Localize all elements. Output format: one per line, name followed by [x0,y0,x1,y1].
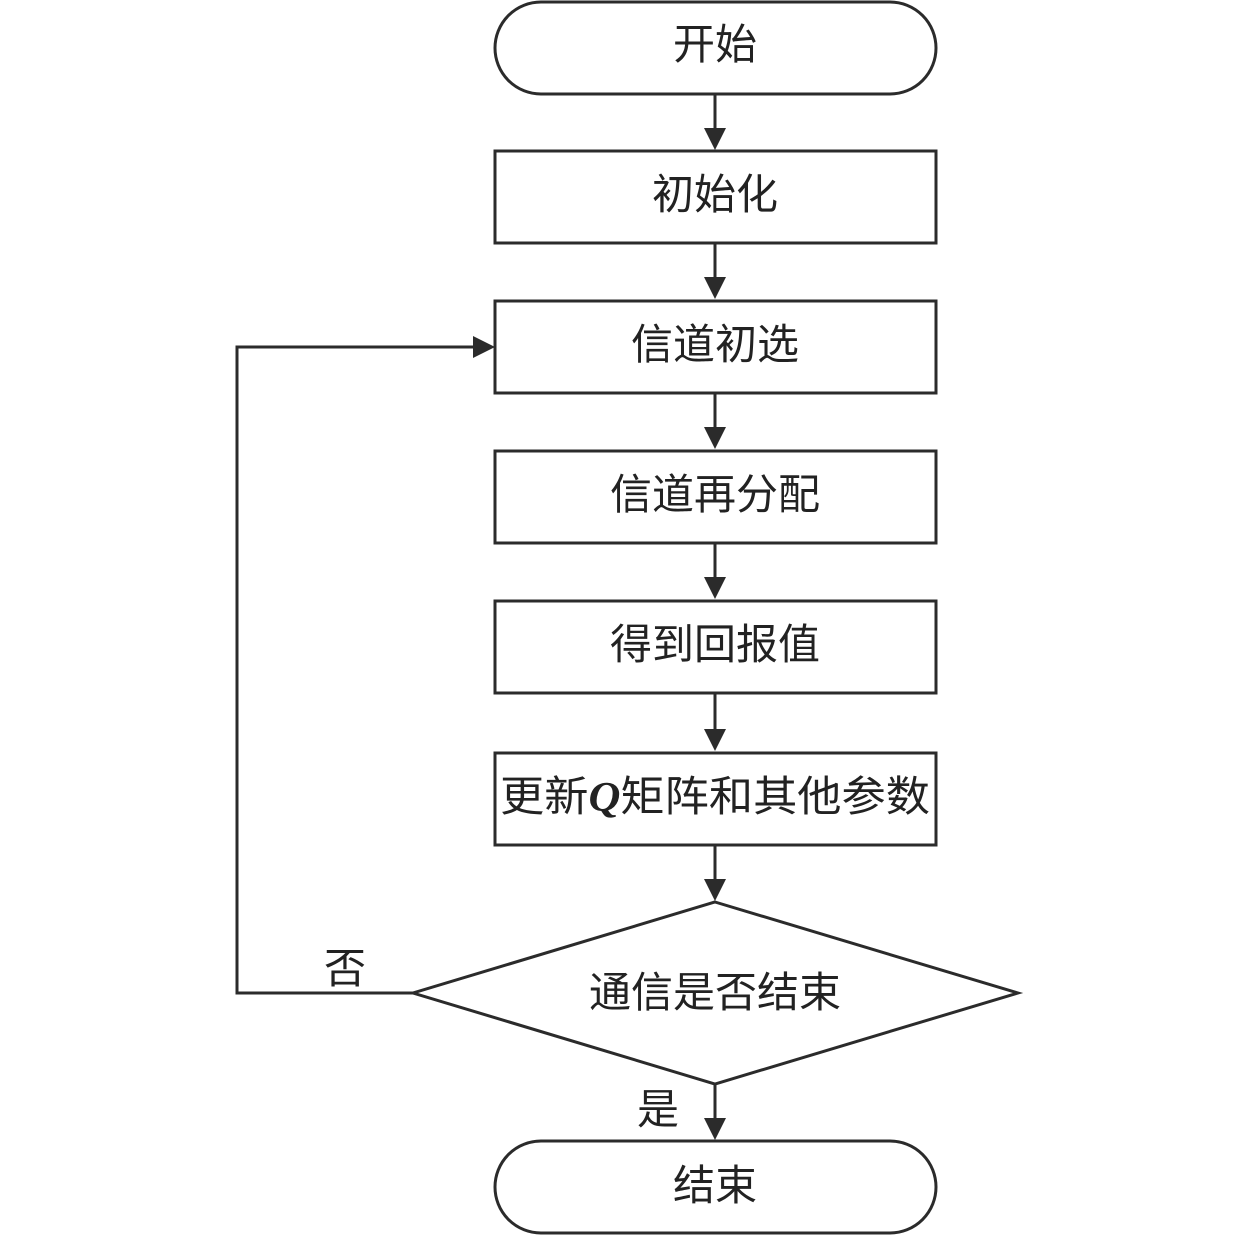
edge-no-label: 否 [324,944,366,993]
node-end-label: 结束 [673,1161,757,1210]
node-decision-label: 通信是否结束 [589,968,841,1017]
q-matrix-symbol: Q [588,775,620,821]
node-channel-preselect-label: 信道初选 [631,320,799,369]
process-box [493,299,938,395]
arrow-realloc-reward [704,577,726,599]
process-box [493,149,938,245]
process-box [493,599,938,695]
arrow-start-init [704,128,726,150]
arrow-reward-update [704,729,726,751]
node-channel-realloc-label: 信道再分配 [610,470,820,519]
node-channel-preselect: 信道初选 [493,299,938,395]
arrow-init-preselect [704,277,726,299]
terminator-shape [493,0,938,96]
arrow-loop-preselect [473,336,495,358]
node-end: 结束 [493,1139,938,1235]
arrow-preselect-realloc [704,427,726,449]
node-init: 初始化 [493,149,938,245]
node-init-label: 初始化 [652,170,778,219]
connectors [235,95,726,1140]
node-start: 开始 [493,0,938,96]
node-reward-label: 得到回报值 [610,620,820,669]
node-channel-realloc: 信道再分配 [493,449,938,545]
decision-diamond [407,900,1024,1086]
arrow-decision-end [704,1118,726,1140]
update-prefix: 更新 [500,772,588,821]
edge-yes-label: 是 [637,1085,679,1134]
node-reward: 得到回报值 [493,599,938,695]
edge-decision-no-loop [235,345,473,995]
arrow-update-decision [704,879,726,901]
node-decision: 通信是否结束 [407,900,1024,1086]
process-box [493,449,938,545]
node-start-label: 开始 [673,20,757,69]
update-suffix: 矩阵和其他参数 [620,772,930,821]
process-box [493,751,938,847]
terminator-shape [493,1139,938,1235]
